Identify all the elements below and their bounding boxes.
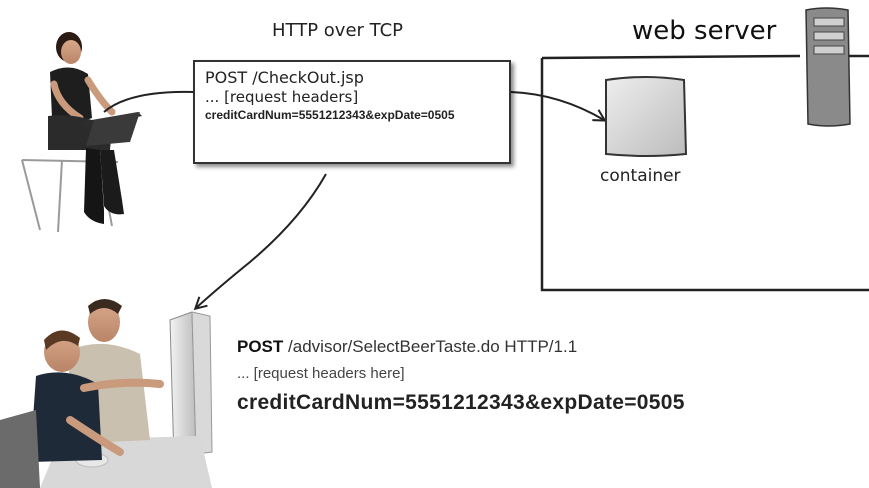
arrow-to-container (510, 91, 604, 120)
intercepted-request: POST /advisor/SelectBeerTaste.do HTTP/1.… (237, 335, 685, 417)
arrow-to-eavesdropper (196, 173, 327, 308)
http-request-box: POST /CheckOut.jsp ... [request headers]… (193, 60, 511, 164)
request-body: creditCardNum=5551212343&expDate=0505 (205, 108, 455, 122)
protocol-label: HTTP over TCP (272, 20, 404, 41)
intercepted-request-line: POST /advisor/SelectBeerTaste.do HTTP/1.… (237, 335, 685, 359)
server-label: web server (632, 16, 777, 46)
container-label: container (600, 166, 681, 186)
server-tower-icon (805, 7, 866, 127)
connector-woman-to-request (103, 90, 196, 113)
request-headers: ... [request headers] (205, 88, 359, 106)
request-line: POST /CheckOut.jsp (205, 68, 364, 87)
intercepted-method: POST (237, 337, 284, 356)
woman-with-laptop-illustration (21, 32, 142, 233)
father-and-son-at-computer-illustration (0, 299, 213, 488)
container-box (605, 76, 688, 157)
intercepted-headers: ... [request headers here] (237, 365, 405, 382)
intercepted-path: /advisor/SelectBeerTaste.do HTTP/1.1 (288, 337, 578, 356)
intercepted-body: creditCardNum=5551212343&expDate=0505 (237, 391, 685, 414)
